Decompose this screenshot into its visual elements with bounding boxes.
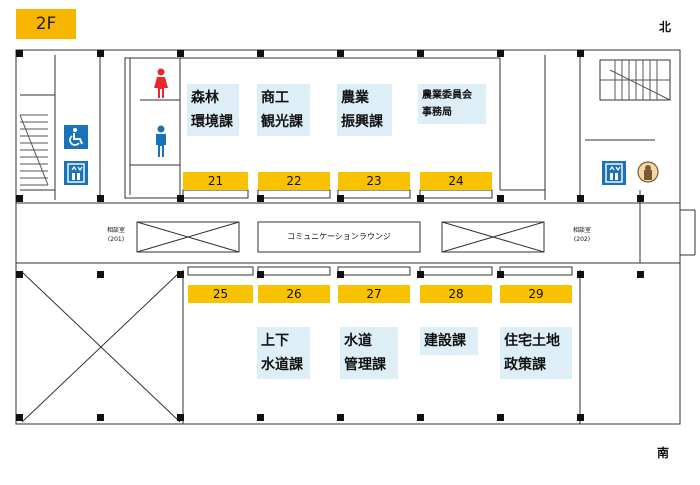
staff-emblem-icon — [637, 161, 659, 183]
counter-29: 29 — [500, 285, 572, 303]
counter-25: 25 — [188, 285, 253, 303]
consult-room-201: 相談室 (201) — [96, 226, 136, 244]
counter-22: 22 — [258, 172, 330, 190]
counter-28: 28 — [420, 285, 492, 303]
counter-26: 26 — [258, 285, 330, 303]
consult-room-202: 相談室 (202) — [562, 226, 602, 244]
north-label: 北 — [659, 20, 672, 34]
building-outline — [15, 49, 681, 425]
dept-nogyo: 農業 振興課 — [337, 84, 392, 136]
dept-shinrin: 森林 環境課 — [187, 84, 239, 136]
wheelchair-icon — [63, 124, 89, 150]
consult-room-number: (201) — [107, 236, 125, 243]
dept-gesuido: 上下 水道課 — [257, 327, 310, 379]
floor-badge: 2F — [16, 9, 76, 39]
counter-21: 21 — [183, 172, 248, 190]
dept-nogyo-iinkai: 農業委員会 事務局 — [418, 84, 486, 124]
toilet-female-icon — [154, 68, 168, 98]
counter-23: 23 — [338, 172, 410, 190]
communication-lounge: コミュニケーションラウンジ — [287, 232, 391, 241]
dept-kensetsu: 建設課 — [420, 327, 478, 355]
dept-jutaku: 住宅土地 政策課 — [500, 327, 572, 379]
consult-room-label: 相談室 — [572, 227, 591, 234]
toilet-male-icon — [156, 125, 166, 157]
consult-room-label: 相談室 — [106, 227, 125, 234]
elevator-icon — [63, 160, 89, 186]
counter-24: 24 — [420, 172, 492, 190]
dept-suido: 水道 管理課 — [340, 327, 398, 379]
counter-27: 27 — [338, 285, 410, 303]
consult-room-number: (202) — [573, 236, 591, 243]
elevator-icon — [601, 160, 627, 186]
dept-shoko: 商工 観光課 — [257, 84, 310, 136]
south-label: 南 — [657, 446, 670, 460]
